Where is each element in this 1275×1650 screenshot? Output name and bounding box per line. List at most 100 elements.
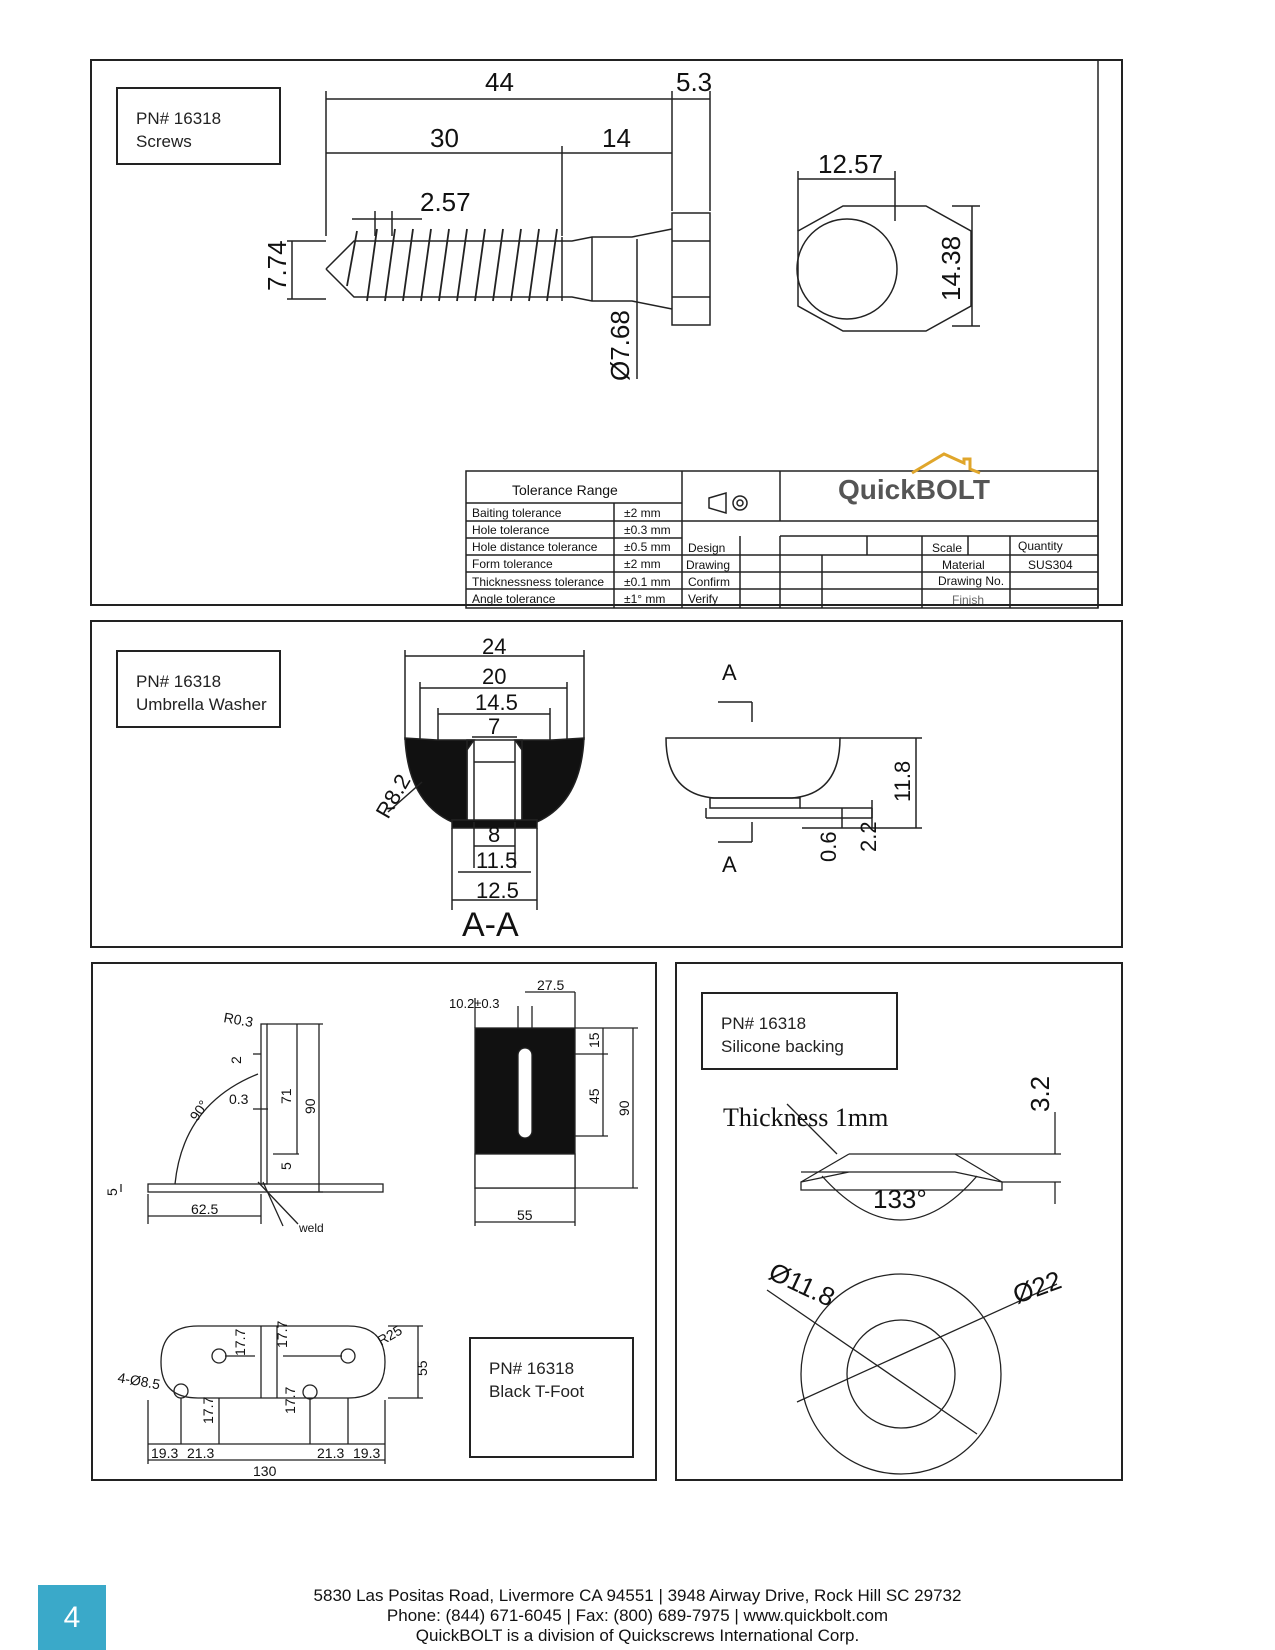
tfoot-angle: 90°	[186, 1097, 211, 1124]
drawing-label: Drawing	[686, 558, 730, 572]
tfoot-name: Black T-Foot	[489, 1382, 585, 1401]
tol-label: Thicknessness tolerance	[472, 575, 604, 589]
tol-value: ±0.3 mm	[624, 523, 671, 537]
silicone-drawing: Thickness 1mm 3.2 133° Ø11.8 Ø22	[723, 1076, 1065, 1475]
quantity-label: Quantity	[1018, 539, 1063, 553]
page-number: 4	[38, 1585, 106, 1650]
washer-d14: 14.5	[475, 690, 518, 715]
tfoot-d5a: 5	[278, 1162, 294, 1170]
tfoot-d15: 15	[586, 1032, 602, 1048]
tfoot-w55: 55	[517, 1207, 533, 1223]
silicone-outer: Ø22	[1009, 1265, 1065, 1310]
dim-shank: 14	[602, 123, 631, 153]
washer-height: 11.8	[890, 761, 915, 802]
tfoot-d45: 45	[586, 1088, 602, 1104]
confirm-label: Confirm	[688, 575, 730, 589]
footer-division: QuickBOLT is a division of Quickscrews I…	[415, 1626, 860, 1645]
silicone-pn: PN# 16318	[721, 1014, 807, 1033]
tfoot-w275: 27.5	[537, 977, 564, 993]
tfoot-a213: 21.3	[187, 1445, 214, 1461]
tol-value: ±2 mm	[624, 557, 661, 571]
silicone-label: PN# 16318 Silicone backing	[701, 992, 898, 1070]
footer-contact: Phone: (844) 671-6045 | Fax: (800) 689-7…	[386, 1606, 889, 1625]
verify-label: Verify	[688, 592, 718, 606]
dim-thread: 30	[430, 123, 459, 153]
tfoot-total: 130	[253, 1463, 277, 1479]
washer-d11: 11.5	[476, 848, 517, 873]
dim-head: 5.3	[676, 67, 712, 97]
footer-addresses: 5830 Las Positas Road, Livermore CA 9455…	[313, 1586, 962, 1605]
washer-name: Umbrella Washer	[136, 695, 267, 714]
logo-text: QuickBOLT	[838, 474, 990, 505]
washer-h22: 2.2	[856, 821, 881, 852]
footer: 5830 Las Positas Road, Livermore CA 9455…	[250, 1586, 1025, 1646]
tfoot-d03: 0.3	[229, 1091, 249, 1107]
tfoot-d177a: 17.7	[232, 1329, 248, 1356]
tfoot-d90b: 90	[616, 1100, 632, 1116]
tol-label: Baiting tolerance	[472, 506, 562, 520]
tfoot-d177b: 17.7	[200, 1397, 216, 1424]
tfoot-d71: 71	[278, 1088, 294, 1104]
material-value: SUS304	[1028, 558, 1073, 572]
silicone-angle: 133°	[873, 1184, 927, 1214]
dim-overall: 44	[485, 67, 514, 97]
section-arrow-bottom: A	[722, 852, 737, 877]
section-arrow-top: A	[722, 660, 737, 685]
screws-label: PN# 16318 Screws	[116, 87, 281, 165]
tfoot-a193: 19.3	[151, 1445, 178, 1461]
silicone-panel: PN# 16318 Silicone backing Thickness 1mm…	[675, 962, 1123, 1481]
tol-value: ±0.5 mm	[624, 540, 671, 554]
tfoot-holes: 4-Ø8.5	[116, 1369, 161, 1392]
washer-d20: 20	[482, 664, 506, 689]
tfoot-h55: 55	[414, 1360, 430, 1376]
silicone-name: Silicone backing	[721, 1037, 844, 1056]
tolerance-table: Tolerance Range Baiting tolerance ±2 mm …	[472, 482, 1073, 607]
silicone-thickness: Thickness 1mm	[723, 1103, 888, 1132]
tol-value: ±2 mm	[624, 506, 661, 520]
tol-value: ±1° mm	[624, 592, 665, 606]
tfoot-label: PN# 16318 Black T-Foot	[469, 1337, 634, 1458]
washer-d7: 7	[488, 714, 500, 739]
tolerance-title: Tolerance Range	[512, 482, 618, 498]
washer-label: PN# 16318 Umbrella Washer	[116, 650, 281, 728]
washer-panel: PN# 16318 Umbrella Washer	[90, 620, 1123, 948]
tfoot-d625: 62.5	[191, 1201, 218, 1217]
tfoot-drawing: R0.3 2 0.3 71 90 5 90° 5 62.5 weld 10.2±…	[104, 977, 638, 1479]
screws-panel: PN# 16318 Screws	[90, 59, 1123, 609]
dim-pitch: 2.57	[420, 187, 471, 217]
tol-label: Form tolerance	[472, 557, 553, 571]
tol-label: Angle tolerance	[472, 592, 556, 606]
silicone-height: 3.2	[1025, 1076, 1055, 1112]
washer-d24: 24	[482, 634, 506, 659]
design-label: Design	[688, 541, 725, 555]
tfoot-b213: 21.3	[317, 1445, 344, 1461]
material-label: Material	[942, 558, 985, 572]
tfoot-d5b: 5	[104, 1188, 120, 1196]
dim-shank-dia: Ø7.68	[605, 310, 635, 381]
washer-radius: R8.2	[371, 770, 416, 823]
tfoot-d90: 90	[302, 1098, 318, 1114]
dim-major: 7.74	[262, 240, 292, 291]
washer-d8: 8	[488, 822, 500, 847]
tfoot-d177d: 17.7	[282, 1387, 298, 1414]
dim-hex-flat: 12.57	[818, 149, 883, 179]
tol-label: Hole distance tolerance	[472, 540, 598, 554]
tfoot-d177c: 17.7	[274, 1321, 290, 1348]
drawing-no-label: Drawing No.	[938, 574, 1004, 588]
washer-pn: PN# 16318	[136, 672, 222, 691]
screws-name: Screws	[136, 132, 192, 151]
quickbolt-logo: QuickBOLT	[838, 452, 990, 505]
tfoot-slot: 10.2±0.3	[449, 996, 500, 1011]
tfoot-r03: R0.3	[222, 1009, 254, 1030]
tfoot-d2: 2	[228, 1056, 244, 1064]
washer-h06: 0.6	[816, 831, 841, 862]
dim-hex-corner: 14.38	[936, 236, 966, 301]
finish-label: Finish	[952, 593, 984, 607]
screw-drawing: 44 5.3 30 14 2.57 7.74 Ø7.68 12.57 14.38…	[262, 61, 1099, 609]
tol-label: Hole tolerance	[472, 523, 550, 537]
tfoot-panel: R0.3 2 0.3 71 90 5 90° 5 62.5 weld 10.2±…	[91, 962, 657, 1481]
tfoot-weld: weld	[298, 1221, 324, 1235]
tol-value: ±0.1 mm	[624, 575, 671, 589]
silicone-inner: Ø11.8	[764, 1256, 839, 1312]
washer-d12: 12.5	[476, 878, 519, 903]
